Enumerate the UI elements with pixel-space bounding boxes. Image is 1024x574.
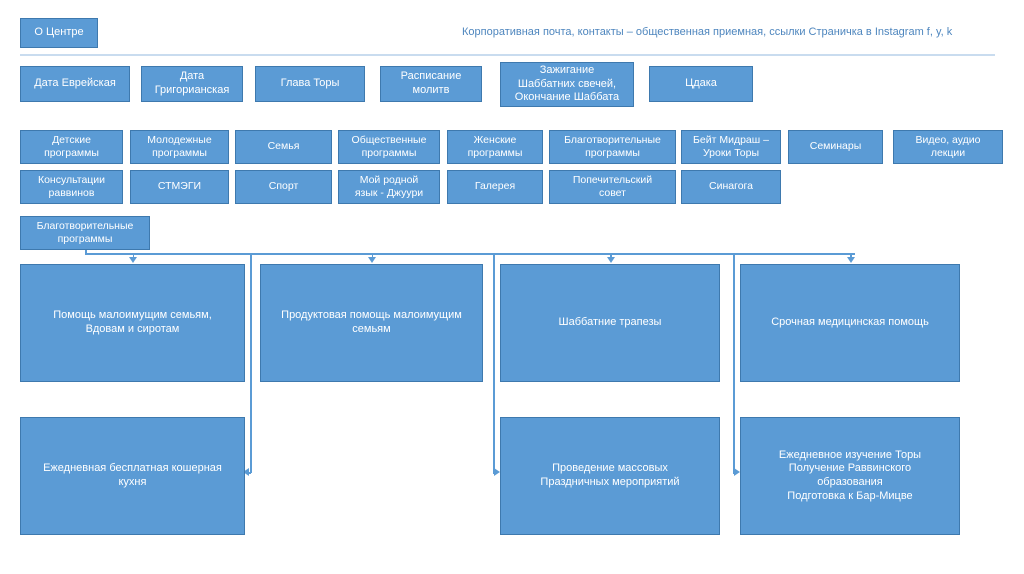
header-divider (20, 54, 995, 56)
program-card-помощь-малоимущим-семьям-вдовам-и-сирота[interactable]: Помощь малоимущим семьям,Вдовам и сирота… (20, 264, 245, 382)
box-label: Глава Торы (280, 77, 340, 90)
connector-side-drop-2 (733, 253, 735, 473)
menu-item-галерея[interactable]: Галерея (447, 170, 543, 204)
box-label: Дата Еврейская (34, 77, 116, 90)
connector-stem (85, 250, 87, 253)
program-card-шаббатние-трапезы[interactable]: Шаббатние трапезы (500, 264, 720, 382)
connector-bus (85, 253, 855, 255)
menu-item-семья[interactable]: Семья (235, 130, 332, 164)
connector-arrowhead-down-0 (129, 257, 137, 263)
box-label: СТМЭГИ (157, 180, 202, 193)
box-label: Помощь малоимущим семьям,Вдовам и сирота… (53, 309, 212, 335)
connector-arrowhead-down-3 (846, 257, 855, 263)
box-label: Срочная медицинская помощь (771, 316, 929, 329)
box-label: Семья (267, 140, 300, 153)
connector-arrowhead-right-2 (734, 468, 740, 476)
menu-item-бейт-мидраш-уроки-торы[interactable]: Бейт Мидраш –Уроки Торы (681, 130, 781, 164)
connector-arrowhead-left-0 (243, 468, 249, 476)
box-label: Семинары (809, 140, 862, 153)
box-label: Спорт (268, 180, 299, 193)
connector-drop-1 (371, 253, 373, 259)
connector-drop-2 (610, 253, 612, 259)
header-contact-note: Корпоративная почта, контакты – обществе… (462, 26, 953, 38)
nav-item-цдака[interactable]: Цдака (649, 66, 753, 102)
program-card-срочная-медицинская-помощь[interactable]: Срочная медицинская помощь (740, 264, 960, 382)
connector-arrowhead-right-1 (494, 468, 500, 476)
nav-item-глава-торы[interactable]: Глава Торы (255, 66, 365, 102)
nav-item-дата-еврейская[interactable]: Дата Еврейская (20, 66, 130, 102)
menu-item-синагога[interactable]: Синагога (681, 170, 781, 204)
box-label: Бейт Мидраш –Уроки Торы (693, 133, 769, 159)
connector-side-drop-0 (250, 253, 252, 473)
menu-item-семинары[interactable]: Семинары (788, 130, 883, 164)
about-center-button[interactable]: О Центре (20, 18, 98, 48)
connector-arrowhead-down-1 (368, 257, 376, 263)
menu-item-спорт[interactable]: Спорт (235, 170, 332, 204)
connector-drop-3 (850, 253, 852, 259)
connector-drop-0 (132, 253, 134, 259)
box-label: Цдака (685, 77, 717, 90)
box-label: Синагога (709, 180, 753, 193)
menu-item-стмэги[interactable]: СТМЭГИ (130, 170, 229, 204)
box-label: Галерея (474, 180, 516, 193)
box-label: Шаббатние трапезы (558, 316, 662, 329)
connector-side-drop-1 (493, 253, 495, 473)
connector-arrowhead-down-2 (606, 257, 615, 263)
